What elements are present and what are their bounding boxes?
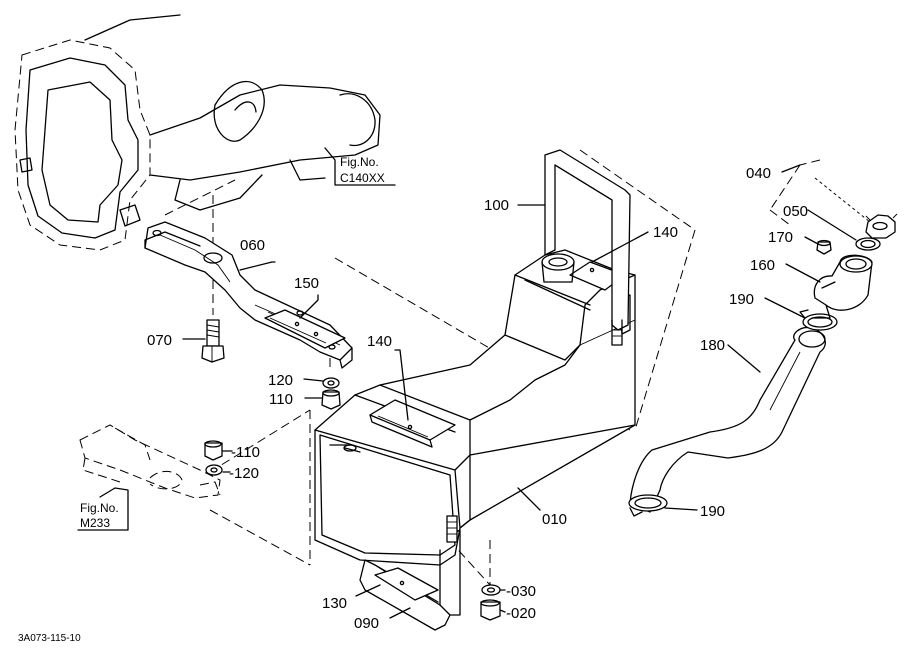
label-020: -020 (506, 605, 536, 622)
label-170: 170 (768, 229, 793, 246)
figure-ref-c140xx-line2: C140XX (340, 171, 385, 185)
label-110-upper: 110 (269, 391, 293, 408)
gasket-050 (855, 237, 881, 251)
label-140-rear: 140 (653, 224, 678, 241)
label-150: 150 (294, 275, 319, 292)
figure-ref-c140xx-line1: Fig.No. (340, 155, 379, 169)
label-190-upper: 190 (729, 291, 754, 308)
band-090-stud (446, 515, 458, 543)
cap-040 (865, 213, 898, 239)
washer-120-lower (205, 464, 223, 476)
plate-140-front (369, 399, 456, 448)
label-120-upper: 120 (268, 372, 293, 389)
label-100: 100 (484, 197, 509, 214)
label-180: 180 (700, 337, 725, 354)
filler-hose-180 (629, 326, 826, 513)
label-060: 060 (240, 237, 265, 254)
drawing-code: 3A073-115-10 (18, 633, 81, 644)
label-110-lower: -110 (231, 444, 260, 461)
figure-reference-c140xx: Fig.No. C140XX (324, 147, 396, 186)
transmission-housing (14, 14, 381, 251)
figure-ref-m233-line1: Fig.No. (80, 501, 119, 515)
label-070: 070 (147, 332, 172, 349)
filler-neck-160 (811, 254, 873, 319)
leader-lines (182, 164, 857, 619)
label-040: 040 (746, 165, 771, 182)
nut-110-upper (321, 389, 341, 410)
label-010: 010 (542, 511, 567, 528)
part-number-labels: 060 150 070 120 110 -110 -120 140 100 14… (147, 165, 808, 632)
plate-150 (264, 309, 346, 349)
nut-020 (480, 599, 501, 621)
label-030: -030 (506, 583, 536, 600)
fuel-tank-010 (314, 249, 636, 566)
nut-110-lower (204, 440, 223, 461)
reference-bracket-m233 (79, 424, 221, 499)
plate-130 (374, 567, 439, 601)
washer-120-upper (322, 377, 340, 389)
figure-reference-m233: Fig.No. M233 (77, 487, 129, 531)
bolt-070 (201, 319, 225, 363)
label-190-lower: 190 (700, 503, 725, 520)
hose-clamp-190-lower (628, 494, 668, 517)
label-160: 160 (750, 257, 775, 274)
label-140-front: 140 (367, 333, 392, 350)
hose-clamp-190-upper (799, 309, 838, 331)
label-120-lower: -120 (229, 465, 259, 482)
label-050: 050 (783, 203, 808, 220)
label-090: 090 (354, 615, 379, 632)
washer-030 (481, 584, 501, 596)
figure-ref-m233-line2: M233 (80, 516, 110, 530)
part-170 (816, 239, 832, 255)
label-130: 130 (322, 595, 347, 612)
tank-filler-neck (541, 253, 575, 283)
